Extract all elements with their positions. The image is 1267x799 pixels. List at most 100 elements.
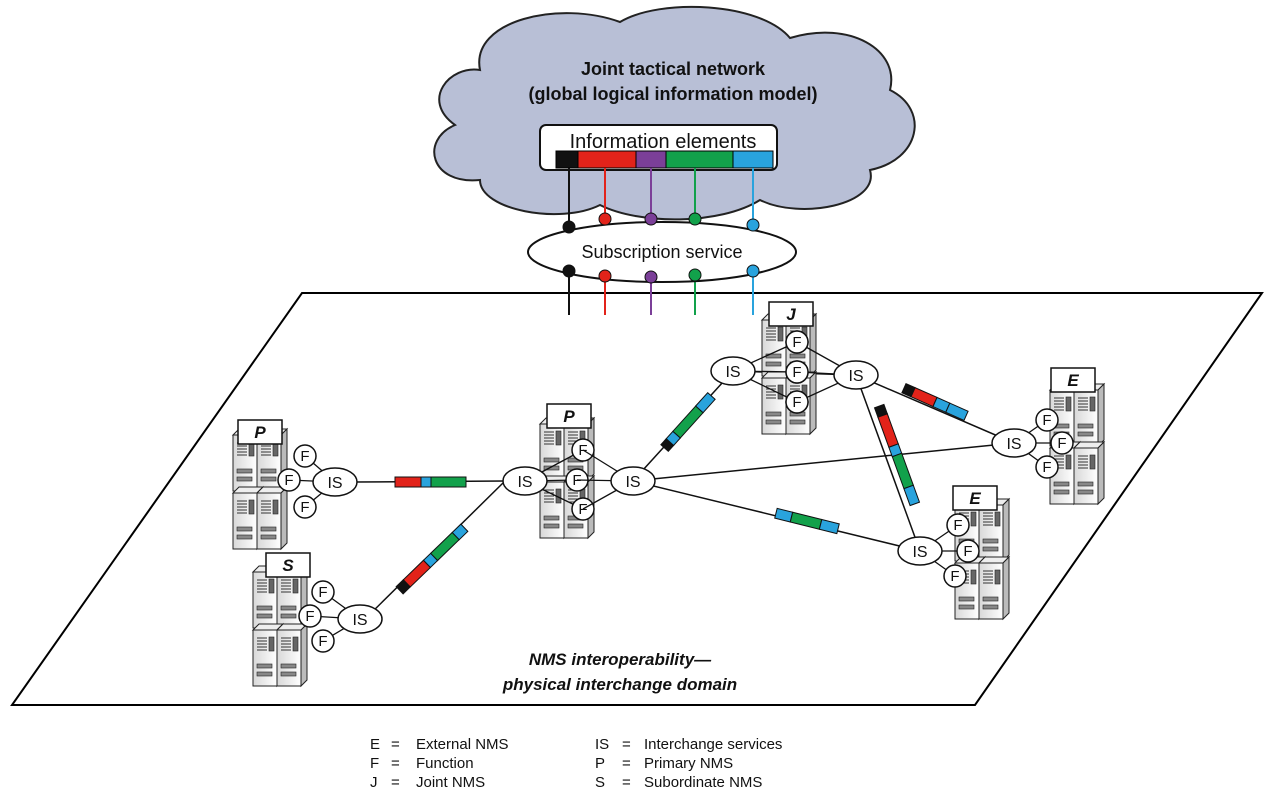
- function-circle: [311, 629, 335, 653]
- function-circle: [1035, 408, 1059, 432]
- function-label: F: [305, 608, 314, 625]
- legend-equals: =: [391, 736, 400, 753]
- function-label: F: [1057, 435, 1066, 452]
- legend-equals: =: [391, 774, 400, 791]
- element-swatch-green: [665, 150, 734, 169]
- function-label: F: [1042, 459, 1051, 476]
- node-tag-box: [265, 552, 311, 578]
- interchange-service-label: IS: [912, 544, 927, 561]
- node-tag-box: [237, 419, 283, 445]
- packet-s-to-p: [395, 523, 469, 595]
- function-circle: [956, 539, 980, 563]
- information-elements-bar: [555, 150, 774, 169]
- interchange-service-label: IS: [327, 475, 342, 492]
- function-label: F: [578, 501, 587, 518]
- legend: E = External NMS F = Function J = Joint …: [370, 736, 782, 791]
- packet-j-to-e-upper: [901, 382, 969, 422]
- legend-code: J: [370, 774, 378, 791]
- interchange-service-node: [502, 466, 548, 496]
- function-circle: [943, 564, 967, 588]
- element-swatch-red: [577, 150, 637, 169]
- function-label: F: [950, 568, 959, 585]
- legend-equals: =: [391, 755, 400, 772]
- interchange-service-node: [312, 467, 358, 497]
- element-swatch-purple: [635, 150, 667, 169]
- interchange-service-label: IS: [517, 474, 532, 491]
- subscription-service-label: Subscription service: [581, 242, 742, 262]
- function-label: F: [792, 334, 801, 351]
- element-swatch-blue: [732, 150, 774, 169]
- packet-p-to-j: [660, 391, 716, 453]
- node-tag-label: P: [563, 407, 575, 426]
- legend-code: IS: [595, 736, 609, 753]
- joint-network-cloud: [433, 5, 916, 221]
- subscription-taps: [562, 212, 760, 284]
- function-label: F: [300, 448, 309, 465]
- interchange-service-node: [710, 356, 756, 386]
- node-tag-box: [952, 485, 998, 511]
- function-circle: [785, 360, 809, 384]
- function-label: F: [963, 543, 972, 560]
- function-circle: [311, 580, 335, 604]
- legend-meaning: Primary NMS: [644, 755, 733, 772]
- function-circle: [1035, 455, 1059, 479]
- packet-j-to-e-lower: [873, 403, 921, 507]
- joint-nms: JFFFISFFFIS: [710, 301, 879, 436]
- function-label: F: [318, 584, 327, 601]
- function-circle: [298, 604, 322, 628]
- cloud-title-line1: Joint tactical network: [581, 59, 766, 79]
- interchange-service-node: [991, 428, 1037, 458]
- subscription-service-ellipse: [527, 221, 797, 283]
- legend-equals: =: [622, 755, 631, 772]
- node-tag-label: J: [786, 305, 796, 324]
- domain-label-line2: physical interchange domain: [502, 675, 737, 694]
- interchange-service-node: [897, 536, 943, 566]
- packet-p-to-e-lower: [774, 507, 840, 535]
- legend-equals: =: [622, 736, 631, 753]
- legend-meaning: External NMS: [416, 736, 509, 753]
- legend-code: P: [595, 755, 605, 772]
- function-circle: [293, 495, 317, 519]
- legend-code: S: [595, 774, 605, 791]
- interchange-service-label: IS: [725, 364, 740, 381]
- nms-nodes: PFFFISSFFFISPFFFISISJFFFISFFFISEFFFISEFF…: [231, 301, 1106, 688]
- node-tag-box: [546, 403, 592, 429]
- function-circle: [293, 444, 317, 468]
- function-label: F: [300, 499, 309, 516]
- function-label: F: [953, 517, 962, 534]
- function-label: F: [792, 364, 801, 381]
- interchange-service-label: IS: [352, 612, 367, 629]
- function-circle: [785, 390, 809, 414]
- function-label: F: [792, 394, 801, 411]
- node-tag-box: [1050, 367, 1096, 393]
- cloud-title-line2: (global logical information model): [528, 84, 817, 104]
- legend-meaning: Joint NMS: [416, 774, 485, 791]
- function-circle: [946, 513, 970, 537]
- domain-label-line1: NMS interoperability—: [529, 650, 712, 669]
- function-circle: [785, 330, 809, 354]
- node-tag-label: E: [969, 489, 981, 508]
- node-tag-label: E: [1067, 371, 1079, 390]
- interchange-service-label: IS: [1006, 436, 1021, 453]
- legend-code: E: [370, 736, 380, 753]
- function-label: F: [284, 472, 293, 489]
- interchange-service-node: [337, 604, 383, 634]
- function-circle: [1050, 431, 1074, 455]
- node-tag-box: [768, 301, 814, 327]
- function-label: F: [318, 633, 327, 650]
- element-swatch-black: [555, 150, 579, 169]
- function-label: F: [1042, 412, 1051, 429]
- node-tag-label: P: [254, 423, 266, 442]
- interchange-service-node: [833, 360, 879, 390]
- node-tag-label: S: [282, 556, 294, 575]
- function-circle: [277, 468, 301, 492]
- legend-meaning: Subordinate NMS: [644, 774, 762, 791]
- interchange-service-label: IS: [625, 474, 640, 491]
- information-elements-label: Information elements: [570, 131, 757, 153]
- interchange-service-label: IS: [848, 368, 863, 385]
